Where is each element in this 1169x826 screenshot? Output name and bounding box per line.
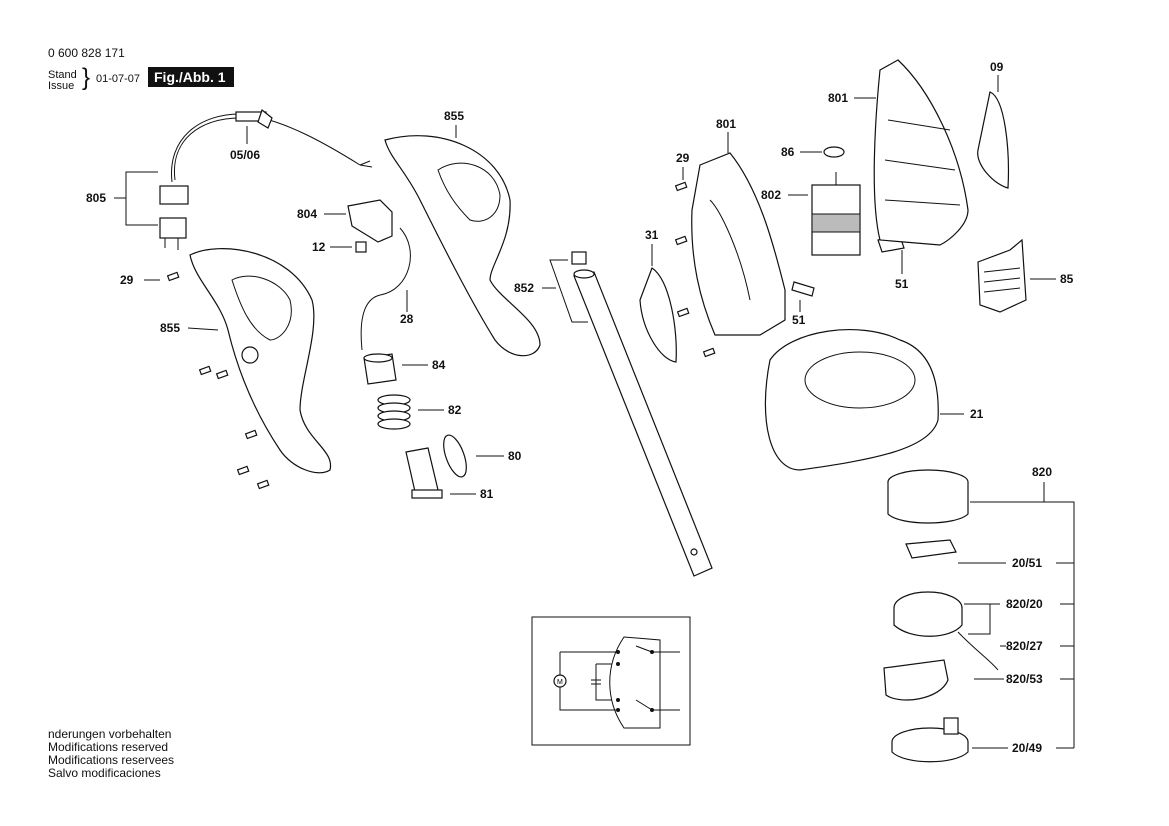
part-label-820-20: 820/20 bbox=[1006, 597, 1043, 611]
part-label-51-b: 51 bbox=[895, 277, 909, 291]
cable-part bbox=[360, 227, 411, 351]
brush-part bbox=[791, 281, 815, 297]
spool-insert-part bbox=[905, 539, 957, 559]
lever-part bbox=[443, 434, 467, 478]
part-label-84: 84 bbox=[432, 358, 446, 372]
part-label-802: 802 bbox=[761, 188, 782, 202]
power-cord-part bbox=[171, 108, 373, 183]
handle-half-right-part bbox=[384, 135, 541, 357]
part-label-86: 86 bbox=[781, 145, 795, 159]
switch-part bbox=[347, 199, 393, 253]
part-label-21: 21 bbox=[970, 407, 984, 421]
part-label-29: 29 bbox=[120, 273, 134, 287]
issue-date: 01-07-07 bbox=[96, 73, 141, 85]
notice-french: Modifications reservees bbox=[48, 753, 175, 767]
modifications-notice: nderungen vorbehalten Modifications rese… bbox=[48, 728, 174, 780]
notice-german: nderungen vorbehalten bbox=[48, 727, 172, 741]
part-label-801: 801 bbox=[716, 117, 737, 131]
brace-symbol: } bbox=[82, 64, 91, 91]
part-label-20-51: 20/51 bbox=[1012, 556, 1043, 570]
document-part-number: 0 600 828 171 bbox=[48, 46, 125, 60]
motor-part bbox=[811, 172, 861, 256]
holder-part bbox=[405, 447, 443, 499]
motor-symbol-label: M bbox=[557, 679, 563, 686]
stand-label: Stand bbox=[48, 69, 77, 81]
part-label-81: 81 bbox=[480, 487, 494, 501]
side-panel-part bbox=[977, 91, 1009, 189]
screws bbox=[166, 181, 716, 490]
issue-label: Issue bbox=[48, 80, 75, 92]
stand-issue-label: Stand Issue bbox=[48, 70, 77, 92]
part-label-852: 852 bbox=[514, 281, 535, 295]
guard-part bbox=[764, 329, 939, 471]
part-label-20-49: 20/49 bbox=[1012, 741, 1043, 755]
part-label-28: 28 bbox=[400, 312, 414, 326]
leader-lines bbox=[114, 75, 1075, 749]
part-label-85: 85 bbox=[1060, 272, 1074, 286]
ring-part bbox=[823, 146, 845, 158]
part-label-804: 804 bbox=[297, 207, 318, 221]
part-label-05-06: 05/06 bbox=[230, 148, 261, 162]
spool-housing-part bbox=[887, 469, 969, 524]
part-label-820-27: 820/27 bbox=[1006, 639, 1043, 653]
part-label-09: 09 bbox=[990, 60, 1004, 74]
spring-part bbox=[377, 394, 411, 430]
motor-housing-left-part bbox=[691, 152, 786, 336]
motor-housing-right-part bbox=[873, 59, 969, 246]
part-label-29-b: 29 bbox=[676, 151, 690, 165]
notice-english: Modifications reserved bbox=[48, 740, 169, 754]
part-label-12: 12 bbox=[312, 240, 326, 254]
sleeve-part bbox=[363, 353, 397, 385]
handle-half-left-part bbox=[189, 248, 332, 474]
spool-cover-part bbox=[891, 717, 969, 763]
notice-spanish: Salvo modificaciones bbox=[48, 766, 161, 780]
wiring-schematic: M bbox=[531, 616, 691, 746]
part-label-82: 82 bbox=[448, 403, 462, 417]
tube-part bbox=[571, 251, 713, 577]
cover-plate-part bbox=[639, 267, 677, 363]
part-label-80: 80 bbox=[508, 449, 522, 463]
figure-label: Fig./Abb. 1 bbox=[148, 67, 234, 87]
plug-part bbox=[159, 185, 189, 250]
spool-cap-part bbox=[883, 659, 949, 701]
part-label-805: 805 bbox=[86, 191, 107, 205]
part-label-51: 51 bbox=[792, 313, 806, 327]
spool-part bbox=[893, 591, 999, 671]
part-label-820: 820 bbox=[1032, 465, 1053, 479]
part-label-855: 855 bbox=[160, 321, 181, 335]
vent-cover-part bbox=[977, 238, 1027, 313]
part-label-801-b: 801 bbox=[828, 91, 849, 105]
part-label-855-b: 855 bbox=[444, 109, 465, 123]
part-label-31: 31 bbox=[645, 228, 659, 242]
part-label-820-53: 820/53 bbox=[1006, 672, 1043, 686]
